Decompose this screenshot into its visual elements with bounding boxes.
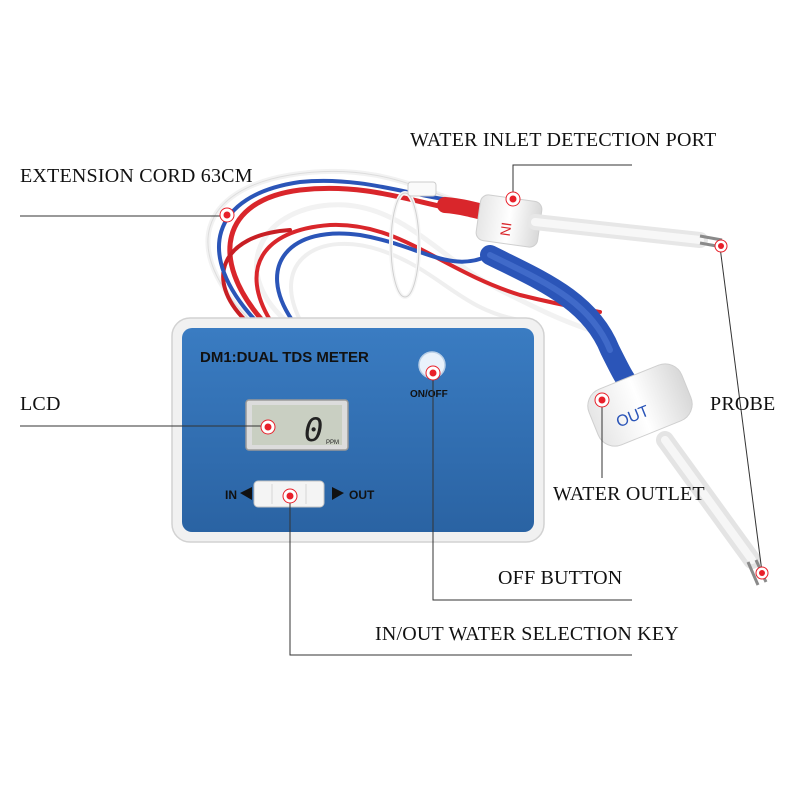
extension-cord [205,168,602,333]
inlet-probe: IN [437,194,723,249]
marker-off-button [425,365,441,381]
callout-water-inlet-port: WATER INLET DETECTION PORT [410,129,717,151]
probe-in-mark: IN [497,221,515,237]
lcd-unit: PPM [326,440,339,446]
outlet-probe: OUT [587,363,768,586]
leader-selection-key [289,496,632,656]
arrow-right-icon [332,487,344,500]
lcd-reading: 0 [304,411,323,449]
callout-lcd: LCD [20,393,61,415]
power-label: ON/OFF [410,389,448,400]
callout-probe: PROBE [710,393,776,415]
leader-probe [719,246,763,573]
arrow-left-icon [240,487,252,500]
marker-water-outlet [594,392,610,408]
marker-probe-bottom [755,566,769,580]
marker-lcd [260,419,276,435]
marker-water-inlet [505,191,521,207]
callout-selection-key: IN/OUT WATER SELECTION KEY [375,623,679,645]
markers [219,191,769,580]
callout-water-outlet: WATER OUTLET [553,483,705,505]
leader-lines [20,164,763,656]
meter-body: DM1:DUAL TDS METER ON/OFF 0 PPM IN OUT [171,317,545,543]
callout-off-button: OFF BUTTON [498,567,623,589]
leader-water-inlet [512,164,632,197]
outlet-cable [480,245,640,395]
marker-extension-cord [219,207,235,223]
leader-off-button [432,373,632,601]
selector-in-label: IN [225,488,237,502]
marker-probe-top [714,239,728,253]
marker-selection-key [282,488,298,504]
selector-out-label: OUT [349,488,375,502]
device-title: DM1:DUAL TDS METER [200,349,369,366]
callout-extension-cord: EXTENSION CORD 63CM [20,165,253,187]
